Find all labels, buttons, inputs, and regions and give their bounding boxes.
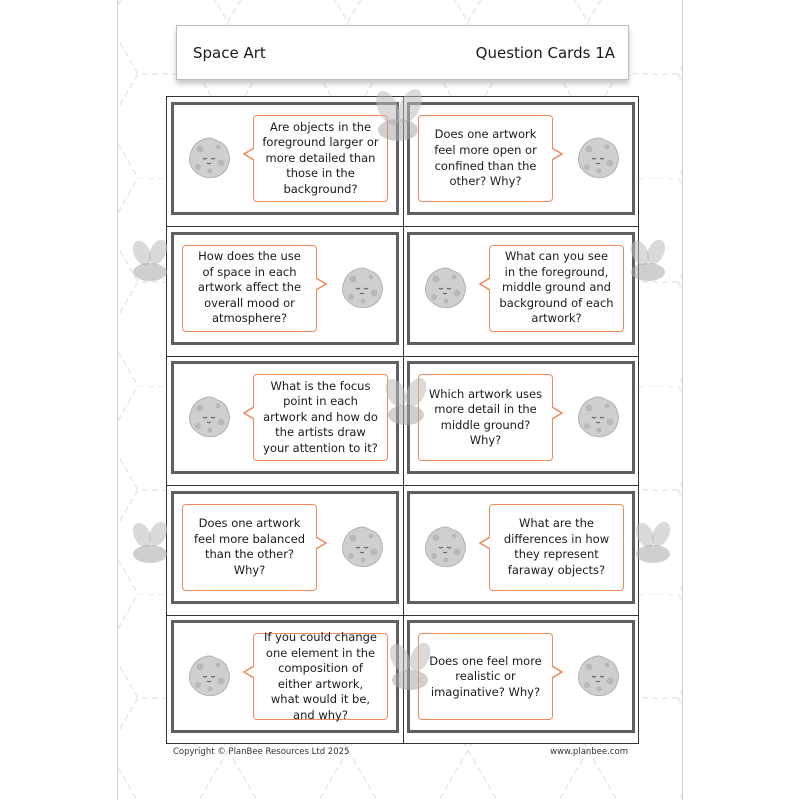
question-card: If you could change one element in the c…	[171, 620, 399, 734]
cut-line-horizontal	[167, 356, 638, 357]
moon-icon	[189, 655, 230, 697]
page-footer: Copyright © PlanBee Resources Ltd 2025 w…	[173, 747, 628, 757]
question-bubble: What are the differences in how they rep…	[489, 503, 624, 591]
question-text: What can you see in the foreground, midd…	[499, 249, 614, 326]
moon-icon	[578, 137, 619, 179]
moon-icon	[342, 267, 383, 308]
question-text: How does the use of space in each artwor…	[197, 249, 302, 326]
question-card: Which artwork uses more detail in the mi…	[407, 361, 635, 475]
question-card: What is the focus point in each artwork …	[171, 361, 399, 475]
copyright-text: Copyright © PlanBee Resources Ltd 2025	[173, 747, 350, 757]
speech-bubble-tail	[478, 536, 490, 550]
speech-bubble-tail	[242, 147, 254, 161]
question-bubble: Which artwork uses more detail in the mi…	[418, 374, 553, 462]
moon-icon	[189, 137, 230, 179]
page-title: Space Art	[193, 43, 266, 62]
speech-bubble-tail	[316, 276, 328, 291]
question-bubble: How does the use of space in each artwor…	[182, 244, 317, 332]
question-bubble: If you could change one element in the c…	[253, 630, 388, 722]
question-bubble: What is the focus point in each artwork …	[253, 374, 388, 462]
question-bubble: Does one feel more realistic or imaginat…	[418, 633, 553, 721]
question-text: Does one artwork feel more balanced than…	[193, 516, 306, 577]
question-card: Does one artwork feel more open or confi…	[407, 102, 635, 215]
moon-icon	[578, 655, 619, 697]
question-text: What is the focus point in each artwork …	[263, 378, 378, 455]
bee-icon	[385, 377, 427, 425]
question-card: Does one artwork feel more balanced than…	[171, 490, 399, 604]
speech-bubble-tail	[316, 536, 328, 550]
bee-icon	[132, 239, 168, 281]
bee-icon	[389, 642, 431, 690]
moon-icon	[578, 396, 619, 438]
question-bubble: Does one artwork feel more open or confi…	[418, 115, 553, 202]
moon-icon	[425, 526, 466, 567]
question-bubble: Does one artwork feel more balanced than…	[182, 503, 317, 591]
question-card: What are the differences in how they rep…	[407, 490, 635, 604]
bee-icon	[630, 239, 666, 281]
question-text: Does one artwork feel more open or confi…	[434, 127, 537, 189]
bee-icon	[376, 89, 422, 141]
speech-bubble-tail	[242, 406, 254, 420]
moon-icon	[342, 526, 383, 567]
bee-icon	[635, 521, 671, 563]
bee-icon	[132, 521, 168, 563]
moon-icon	[189, 396, 230, 438]
question-text: Does one feel more realistic or imaginat…	[429, 653, 542, 699]
question-bubble: What can you see in the foreground, midd…	[489, 244, 624, 332]
speech-bubble-tail	[552, 406, 564, 420]
question-text: What are the differences in how they rep…	[503, 516, 610, 577]
question-text: Which artwork uses more detail in the mi…	[428, 386, 543, 448]
moon-icon	[425, 267, 466, 308]
question-text: Are objects in the foreground larger or …	[262, 119, 379, 196]
question-card: How does the use of space in each artwor…	[171, 231, 399, 345]
page-header: Space Art Question Cards 1A	[176, 25, 629, 80]
question-text: If you could change one element in the c…	[263, 630, 377, 722]
question-card: What can you see in the foreground, midd…	[407, 231, 635, 345]
question-card: Does one feel more realistic or imaginat…	[407, 620, 635, 734]
cut-line-horizontal	[167, 485, 638, 486]
speech-bubble-tail	[242, 665, 254, 680]
question-card: Are objects in the foreground larger or …	[171, 102, 399, 215]
worksheet-page: Space Art Question Cards 1A Are objects …	[117, 0, 683, 800]
cut-line-horizontal	[167, 226, 638, 227]
cut-line-horizontal	[167, 615, 638, 616]
speech-bubble-tail	[552, 665, 564, 680]
page-subtitle: Question Cards 1A	[475, 43, 615, 62]
speech-bubble-tail	[552, 147, 564, 161]
website-link[interactable]: www.planbee.com	[550, 747, 628, 757]
speech-bubble-tail	[478, 276, 490, 291]
question-bubble: Are objects in the foreground larger or …	[253, 115, 388, 202]
